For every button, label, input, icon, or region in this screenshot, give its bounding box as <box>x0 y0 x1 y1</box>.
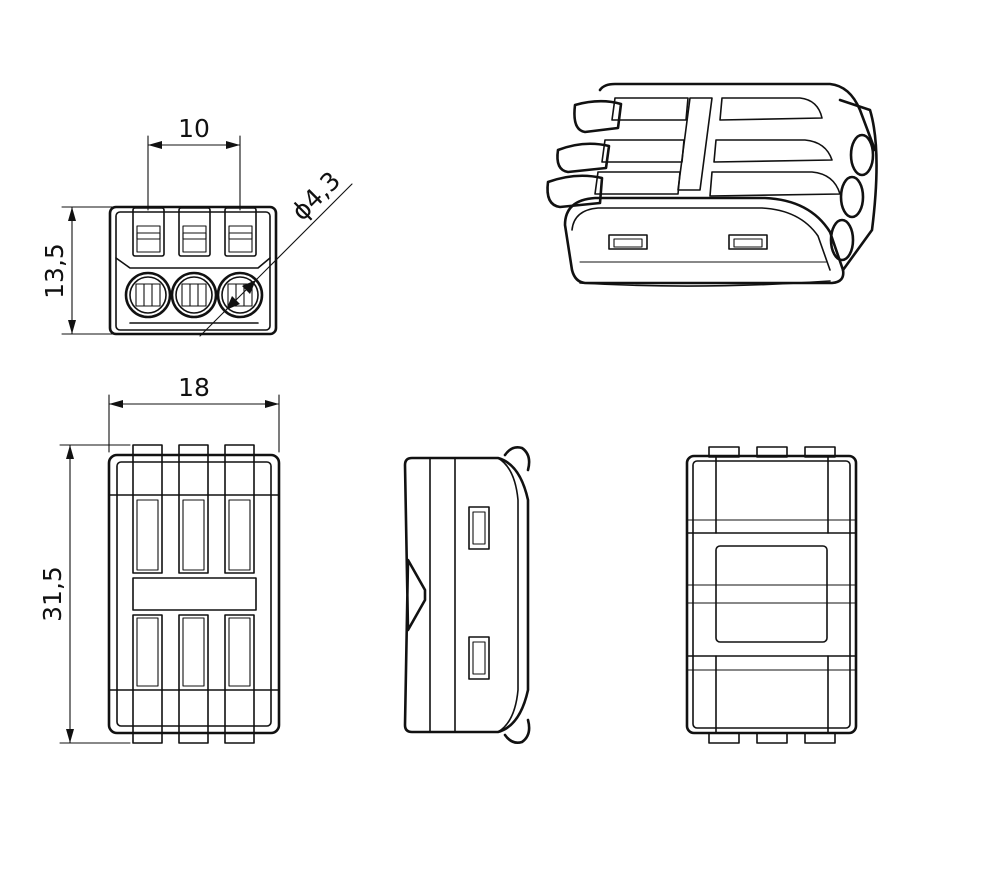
iso-body-front <box>563 196 845 285</box>
dim-front-width: 10 <box>147 114 241 211</box>
top-body-outline <box>107 453 281 735</box>
side-window-bottom <box>468 636 490 680</box>
dim-top-length-label: 31,5 <box>38 566 67 622</box>
iso-window-right <box>728 234 768 250</box>
dim-front-width-label: 10 <box>178 114 210 143</box>
side-tab-bottom <box>503 718 531 744</box>
top-levers-upper <box>132 444 255 574</box>
bottom-label-area <box>715 545 828 643</box>
front-levers <box>132 207 257 257</box>
dim-front-height-label: 13,5 <box>40 243 69 299</box>
side-view <box>403 446 531 744</box>
dim-top-width: 18 <box>108 373 280 453</box>
bottom-body-outline <box>685 454 858 735</box>
side-tab-top <box>503 446 531 472</box>
dim-top-width-label: 18 <box>178 373 210 402</box>
dim-front-height: 13,5 <box>40 206 114 335</box>
isometric-view <box>546 82 878 287</box>
front-body-outline <box>108 205 278 336</box>
front-body-inner <box>115 211 271 331</box>
iso-body-top <box>598 82 877 152</box>
bottom-view <box>685 446 858 744</box>
side-window-top <box>468 506 490 550</box>
top-levers-lower <box>132 614 255 744</box>
top-center-bar <box>132 577 257 611</box>
top-view: 18 31,5 <box>38 373 281 744</box>
side-body-outline <box>403 456 530 734</box>
front-view: 10 13,5 ϕ4,3 <box>40 114 353 337</box>
bottom-tabs <box>708 446 836 744</box>
dim-hole-diameter-label: ϕ4,3 <box>286 166 346 226</box>
iso-side-holes <box>829 98 878 272</box>
dim-top-length: 31,5 <box>38 444 131 744</box>
front-wire-holes <box>124 271 264 319</box>
front-divider <box>115 257 271 269</box>
iso-window-left <box>608 234 648 250</box>
